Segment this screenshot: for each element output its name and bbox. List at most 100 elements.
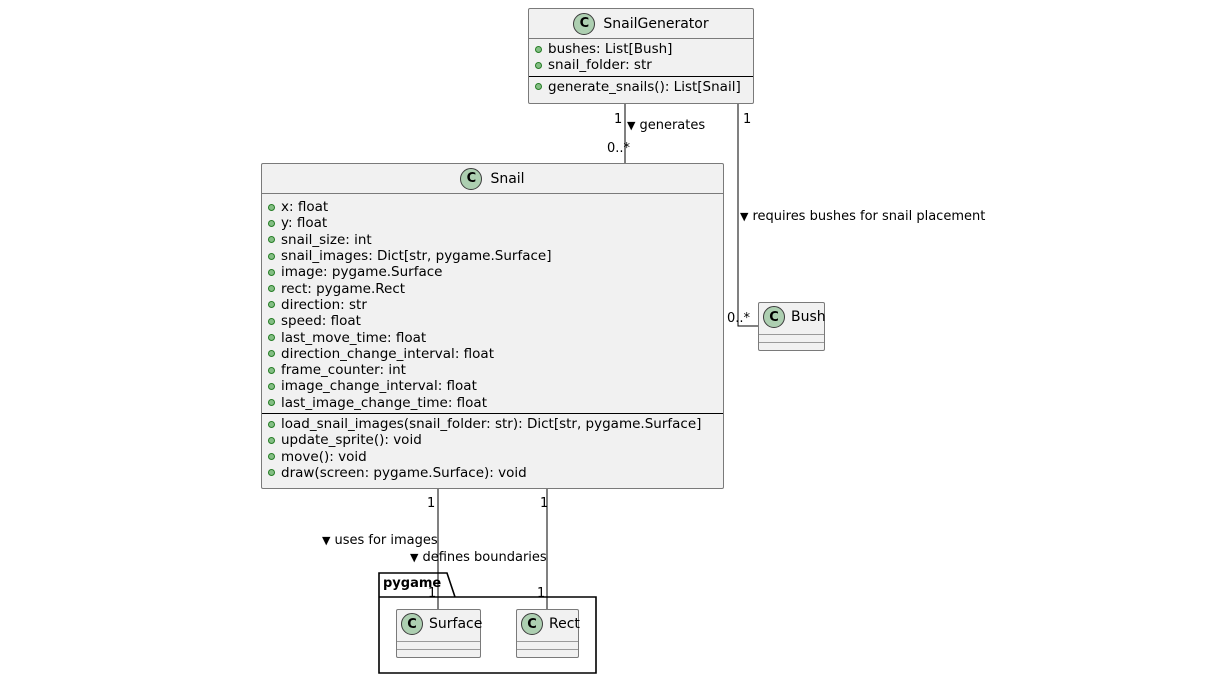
relation-label-requires: ▼requires bushes for snail placement [740,209,986,224]
attribute-text: image: pygame.Surface [281,264,443,281]
multiplicity-label: 1 [743,112,752,127]
method-text: load_snail_images(snail_folder: str): Di… [281,416,702,432]
attribute-row: frame_counter: int [268,362,723,378]
method-row: update_sprite(): void [268,432,723,448]
attribute-text: speed: float [281,313,361,330]
attribute-row: direction: str [268,297,723,313]
multiplicity-label: 1 [428,586,437,601]
multiplicity-label: 1 [540,496,549,511]
package-frame [378,572,597,674]
class-snail-generator[interactable]: C SnailGenerator bushes: List[Bush] snai… [528,8,754,104]
attribute-row: image: pygame.Surface [268,264,723,280]
relation-label-generates: ▼generates [627,118,706,133]
public-visibility-icon [268,469,275,477]
attribute-text: direction_change_interval: float [281,345,494,362]
public-visibility-icon [535,61,542,69]
method-text: update_sprite(): void [281,432,422,449]
attribute-row: rect: pygame.Rect [268,280,723,297]
public-visibility-icon [268,420,275,428]
public-visibility-icon [268,219,275,227]
class-divider [759,342,824,343]
public-visibility-icon [268,252,275,260]
requires-line [737,103,758,327]
direction-arrow-icon: ▼ [627,119,636,132]
method-row: generate_snails(): List[Snail] [535,79,753,95]
attribute-row: bushes: List[Bush] [535,41,753,57]
attribute-row: x: float [268,199,723,215]
relation-label-uses-images: ▼uses for images [322,533,438,548]
class-name: Snail [490,170,525,187]
class-header: C Rect [517,610,580,635]
class-divider [397,641,480,642]
attributes-section: bushes: List[Bush] snail_folder: str [529,39,753,77]
direction-arrow-icon: ▼ [322,534,331,547]
attribute-row: last_image_change_time: float [268,395,723,411]
class-icon: C [460,167,483,190]
attribute-row: y: float [268,215,723,231]
class-name: Surface [429,616,483,632]
class-name: Bush [791,309,826,325]
attribute-text: last_move_time: float [281,329,427,346]
class-name: Rect [549,616,580,632]
method-row: load_snail_images(snail_folder: str): Di… [268,416,723,432]
attribute-row: speed: float [268,313,723,329]
attribute-row: snail_size: int [268,232,723,248]
attribute-text: frame_counter: int [281,362,406,379]
attribute-row: last_move_time: float [268,329,723,346]
attribute-text: y: float [281,215,328,232]
relation-label-boundaries: ▼defines boundaries [410,550,547,565]
multiplicity-label: 1 [537,586,546,601]
public-visibility-icon [268,436,275,444]
method-text: draw(screen: pygame.Surface): void [281,464,527,481]
class-bush[interactable]: C Bush [758,302,826,351]
class-divider [517,641,578,642]
attribute-text: snail_folder: str [548,57,652,74]
public-visibility-icon [268,399,275,407]
class-divider [759,334,824,335]
class-header: C Bush [759,303,826,328]
class-icon: C [573,12,596,35]
attribute-row: snail_images: Dict[str, pygame.Surface] [268,248,723,264]
class-rect[interactable]: C Rect [516,609,580,658]
public-visibility-icon [535,83,542,91]
attributes-section: x: float y: float snail_size: int snail_… [262,194,723,414]
public-visibility-icon [535,45,542,53]
multiplicity-label: 0..* [727,311,751,326]
attribute-text: image_change_interval: float [281,378,477,395]
class-header: C Snail [262,164,723,194]
multiplicity-label: 1 [614,112,623,127]
public-visibility-icon [268,334,275,342]
attribute-text: rect: pygame.Rect [281,280,406,297]
method-text: generate_snails(): List[Snail] [548,78,741,95]
attribute-text: bushes: List[Bush] [548,41,673,58]
method-row: draw(screen: pygame.Surface): void [268,465,723,481]
class-surface[interactable]: C Surface [396,609,483,658]
package-title: pygame [383,576,442,591]
public-visibility-icon [268,350,275,358]
public-visibility-icon [268,317,275,325]
attribute-text: last_image_change_time: float [281,394,488,411]
attribute-text: x: float [281,199,329,216]
class-icon: C [401,613,423,635]
method-row: move(): void [268,448,723,465]
method-text: move(): void [281,448,367,465]
methods-section: load_snail_images(snail_folder: str): Di… [262,414,723,483]
public-visibility-icon [268,382,275,390]
methods-section: generate_snails(): List[Snail] [529,77,753,97]
attribute-text: snail_size: int [281,231,372,248]
class-name: SnailGenerator [603,15,709,32]
public-visibility-icon [268,203,275,211]
class-snail[interactable]: C Snail x: float y: float snail_size: in… [261,163,724,489]
class-divider [397,649,480,650]
direction-arrow-icon: ▼ [410,551,419,564]
attribute-row: image_change_interval: float [268,378,723,394]
class-header: C Surface [397,610,483,635]
class-icon: C [521,613,543,635]
public-visibility-icon [268,453,275,461]
public-visibility-icon [268,301,275,309]
attribute-row: snail_folder: str [535,57,753,73]
multiplicity-label: 1 [427,496,436,511]
public-visibility-icon [268,366,275,374]
class-icon: C [763,306,785,328]
